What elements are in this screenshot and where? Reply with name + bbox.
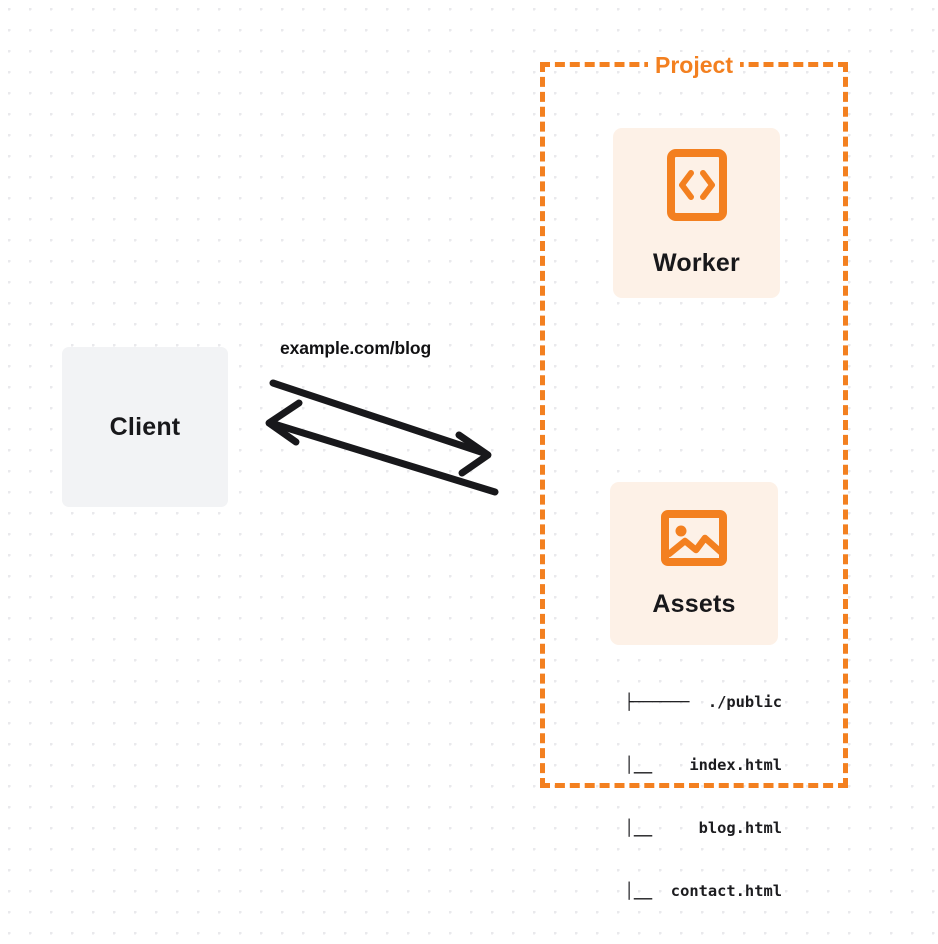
image-picture-icon	[660, 509, 728, 572]
file-tree-row: │__ index.html	[605, 756, 782, 774]
edge-label-url: example.com/blog	[280, 338, 432, 358]
file-tree-row: ├────── ./public	[624, 693, 782, 711]
node-client[interactable]: Client	[62, 347, 228, 507]
node-client-label: Client	[109, 412, 181, 441]
diagram-canvas: Client example.com/blog Project Worker	[62, 52, 848, 900]
node-assets[interactable]: Assets	[610, 482, 778, 645]
node-worker[interactable]: Worker	[613, 128, 780, 298]
file-tree-row: │__ contact.html	[605, 882, 782, 900]
file-tree-row: │__ blog.html	[605, 819, 782, 837]
code-brackets-icon	[666, 148, 728, 227]
node-assets-label: Assets	[652, 589, 736, 618]
assets-file-tree: ├────── ./public │__ index.html │__ blog…	[586, 650, 782, 944]
arrow-response-to-client	[265, 399, 499, 496]
arrow-request-to-project	[269, 379, 492, 477]
node-worker-label: Worker	[653, 249, 740, 277]
container-project-title: Project	[648, 52, 740, 79]
container-project: Project	[540, 52, 848, 788]
